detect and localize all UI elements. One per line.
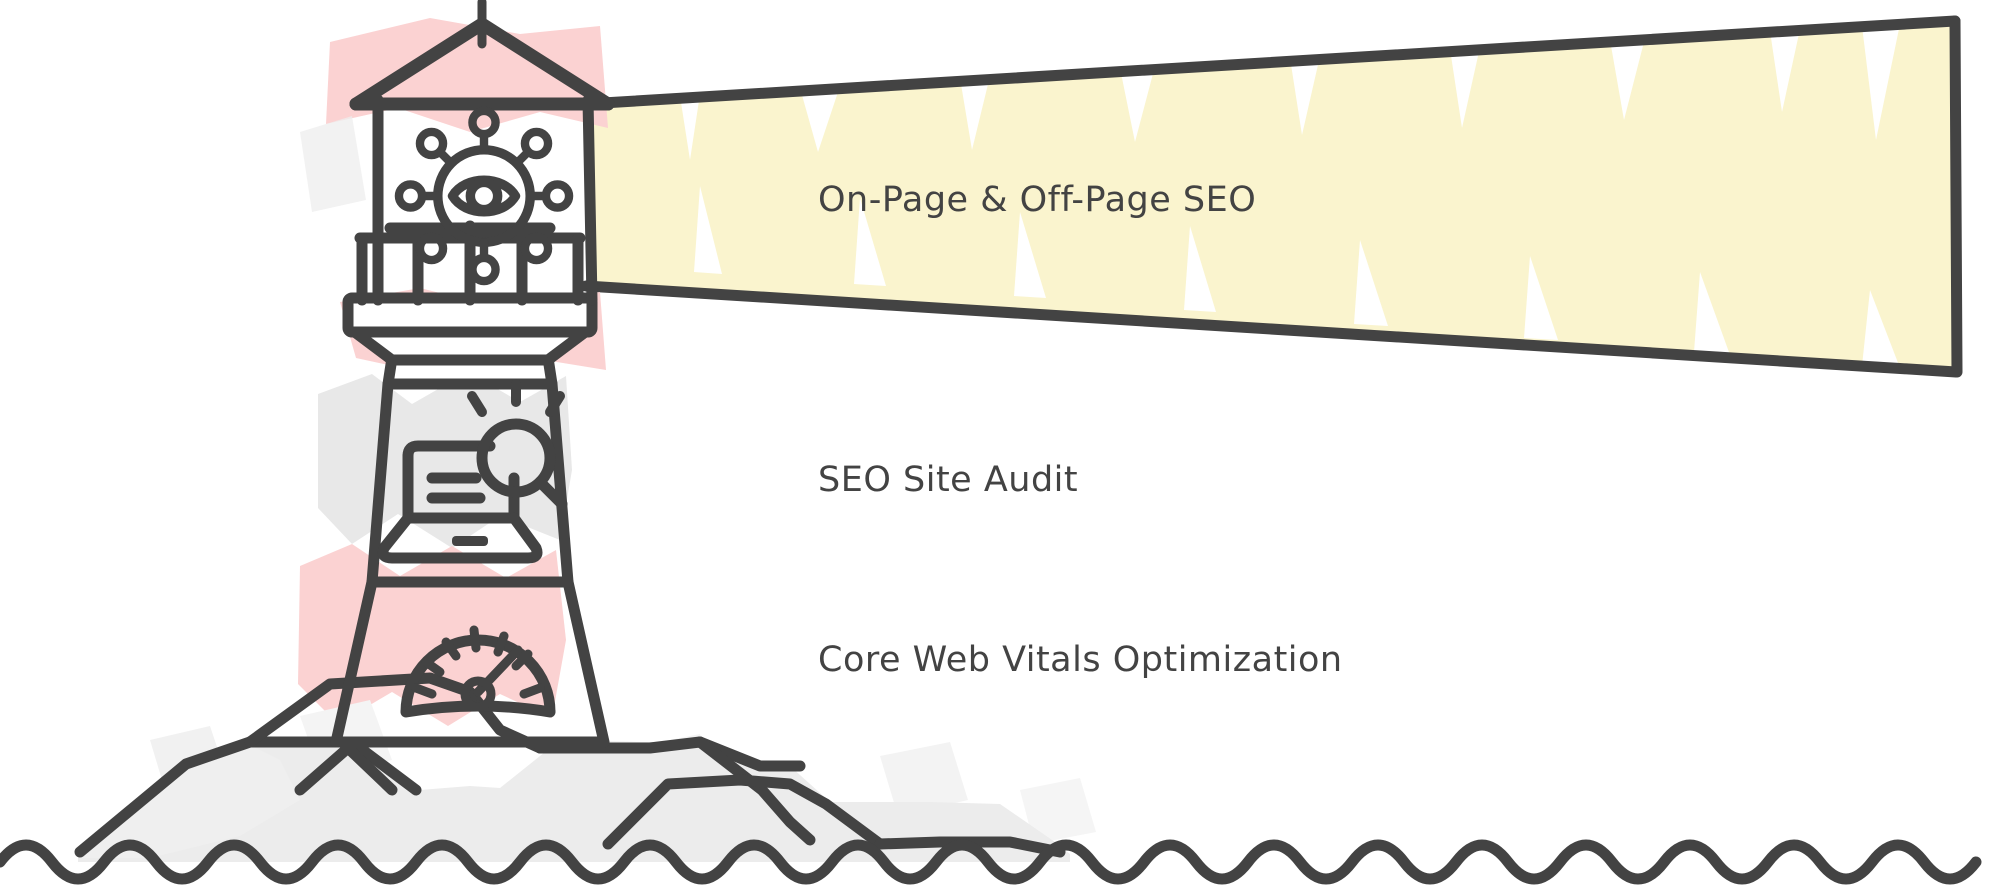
rock-base	[74, 672, 1070, 862]
speedometer-icon	[400, 625, 556, 718]
laptop-magnifier-icon	[377, 379, 568, 564]
eye-network-icon	[394, 106, 574, 286]
label-seo-site-audit: SEO Site Audit	[818, 460, 1079, 500]
light-beam	[580, 15, 1963, 378]
sea-waves	[0, 839, 1982, 885]
label-on-page-off-page-seo: On-Page & Off-Page SEO	[818, 180, 1257, 220]
label-core-web-vitals-optimization: Core Web Vitals Optimization	[818, 640, 1343, 680]
